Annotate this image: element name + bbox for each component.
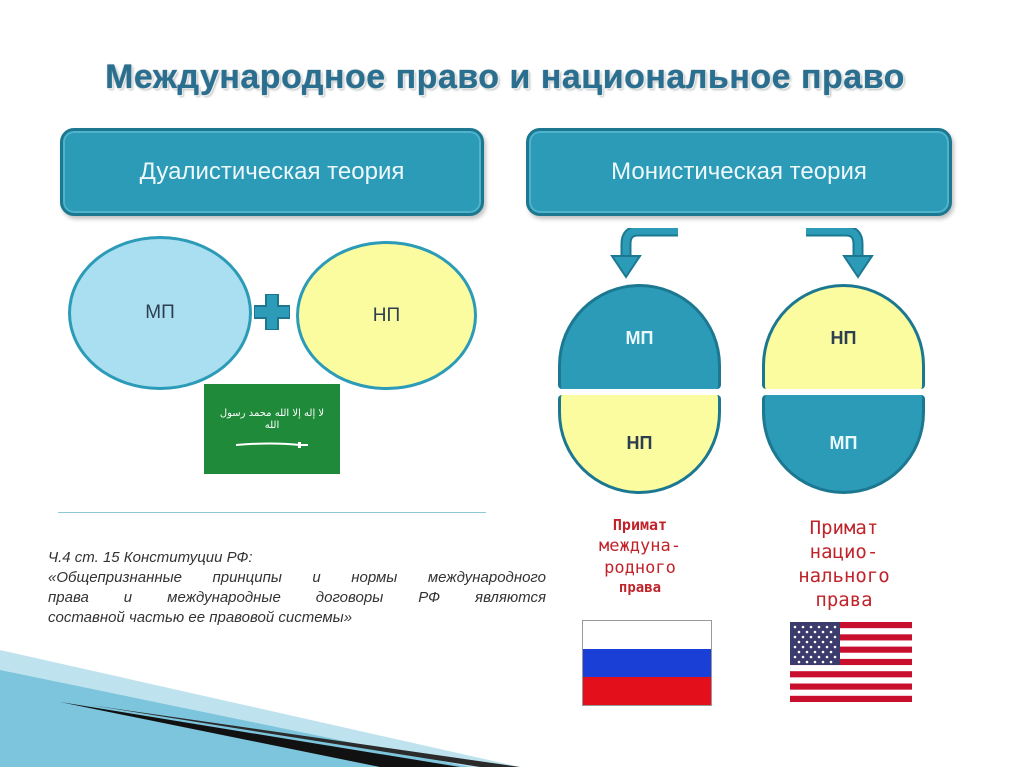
caption-line: права bbox=[618, 580, 662, 596]
mp-circle: МП bbox=[68, 236, 252, 390]
monist-theory-box: Монистическая теория bbox=[526, 128, 952, 216]
national-primacy-capsule: НП МП bbox=[762, 284, 925, 494]
saudi-flag-inscription: لا إله إلا الله محمد رسول الله bbox=[219, 408, 325, 431]
corner-decoration bbox=[0, 650, 520, 767]
caption-line: Примат bbox=[809, 517, 879, 539]
constitution-quote: Ч.4 ст. 15 Конституции РФ: «Общепризнанн… bbox=[48, 548, 546, 628]
usa-flag bbox=[790, 622, 912, 702]
np-circle-label: НП bbox=[372, 304, 401, 326]
caption-line: Примат bbox=[612, 516, 668, 534]
plus-icon bbox=[254, 294, 290, 330]
russia-flag bbox=[582, 620, 712, 706]
caption-line: нального bbox=[798, 565, 890, 587]
capsule-top-np: НП bbox=[762, 284, 925, 389]
dualist-theory-box: Дуалистическая теория bbox=[60, 128, 484, 216]
caption-line: родного bbox=[604, 558, 676, 578]
sword-icon bbox=[235, 442, 308, 448]
mp-circle-label: МП bbox=[145, 302, 175, 323]
quote-line: права и международные договоры РФ являют… bbox=[48, 589, 546, 606]
page-title: Международное право и национальное право bbox=[105, 58, 905, 96]
np-circle: НП bbox=[296, 241, 477, 390]
curved-arrow-left-icon bbox=[610, 228, 678, 279]
caption-line: права bbox=[815, 589, 873, 611]
capsule-top-mp: МП bbox=[558, 284, 721, 389]
divider bbox=[58, 512, 486, 513]
saudi-flag: لا إله إلا الله محمد رسول الله bbox=[204, 384, 340, 474]
international-primacy-caption: Примат междуна- родного права bbox=[560, 516, 720, 598]
caption-line: нацио- bbox=[809, 541, 879, 563]
capsule-bottom-np: НП bbox=[558, 395, 721, 494]
capsule-bottom-mp: МП bbox=[762, 395, 925, 494]
national-primacy-caption: Примат нацио- нального права bbox=[764, 516, 924, 612]
curved-arrow-right-icon bbox=[806, 228, 874, 279]
quote-line: Ч.4 ст. 15 Конституции РФ: bbox=[48, 549, 253, 566]
international-primacy-capsule: МП НП bbox=[558, 284, 721, 494]
quote-line: составной частью ее правовой системы» bbox=[48, 609, 353, 626]
caption-line: междуна- bbox=[599, 536, 681, 556]
quote-line: «Общепризнанные принципы и нормы междуна… bbox=[48, 569, 546, 586]
